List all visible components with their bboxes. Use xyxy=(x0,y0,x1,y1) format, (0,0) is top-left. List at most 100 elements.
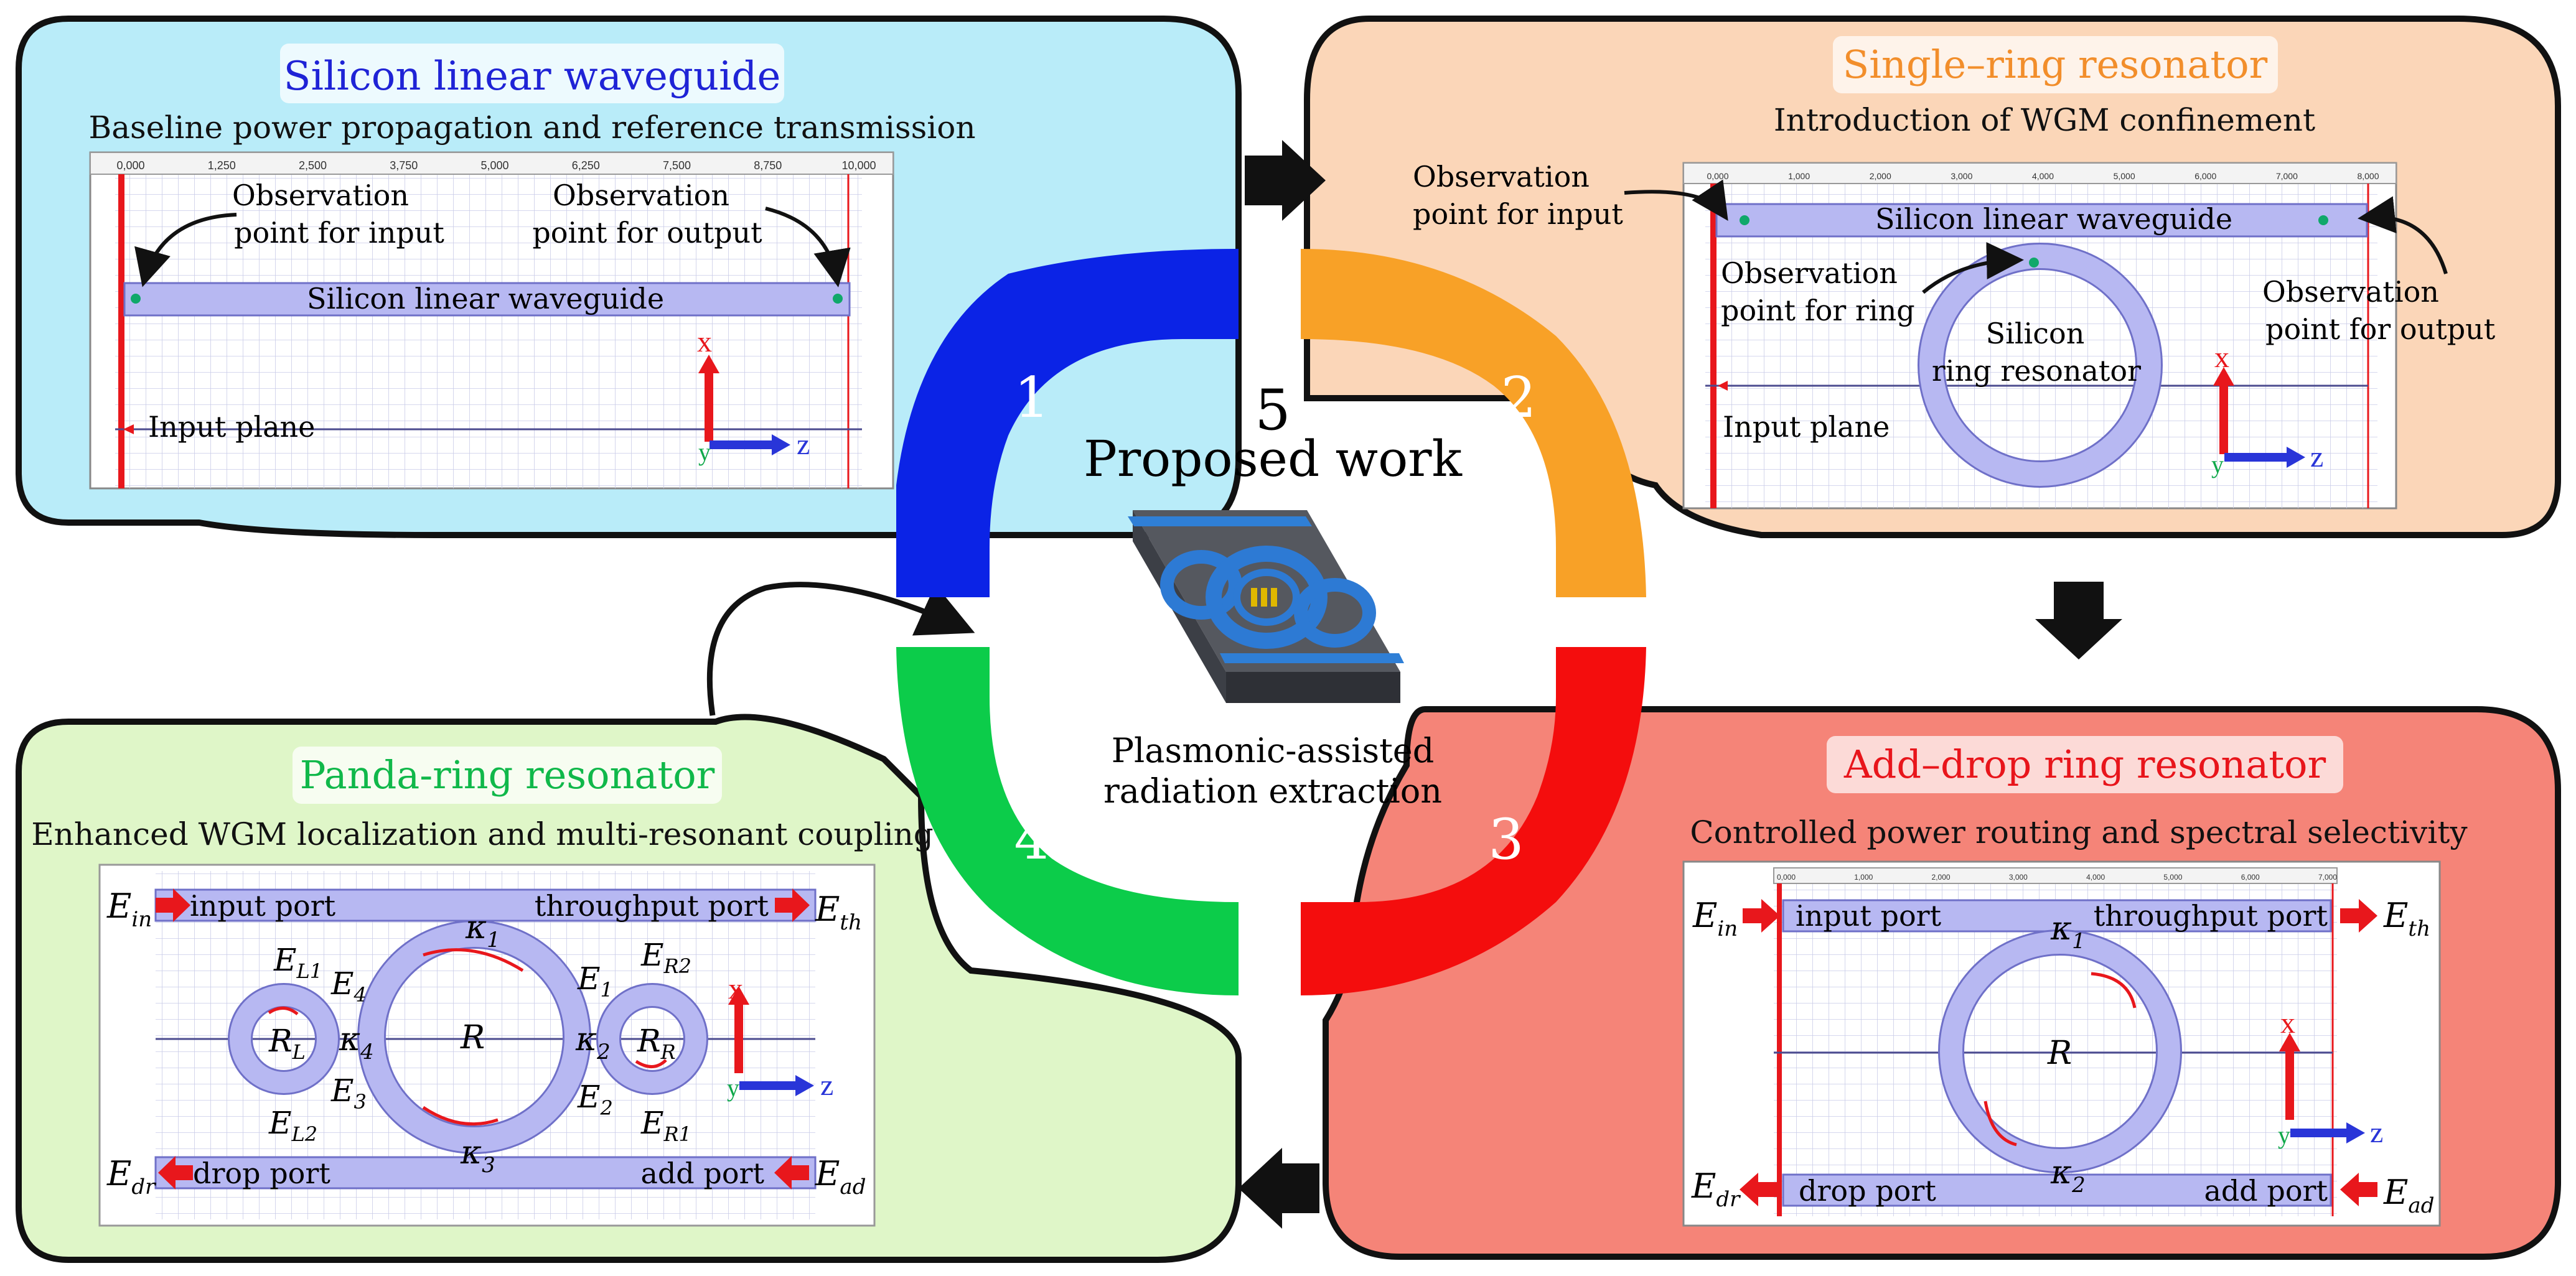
svg-text:Eth: Eth xyxy=(2383,896,2430,941)
input-plane-bar-2 xyxy=(1710,184,1717,508)
axis-x-label-2: x xyxy=(2214,341,2229,374)
segment-1 xyxy=(896,249,1239,597)
ruler-tick-label: 2,000 xyxy=(1870,171,1891,181)
panel-silicon-linear-waveguide: Silicon linear waveguide Baseline power … xyxy=(16,16,1242,538)
ruler-tick-label: 8,000 xyxy=(2357,171,2379,181)
waveguide-label-1: Silicon linear waveguide xyxy=(307,282,664,315)
silicon-ring-2 xyxy=(1919,244,2161,486)
panel-1-title: Silicon linear waveguide xyxy=(284,54,781,100)
center-ring-4 xyxy=(359,922,589,1152)
e3-label-4: E3 xyxy=(330,1073,367,1114)
obs-output-label-1b: point for output xyxy=(532,216,762,249)
svg-text:Eth: Eth xyxy=(815,890,862,935)
ruler-tick-label: 6,000 xyxy=(2194,171,2216,181)
el2-label-4: EL2 xyxy=(268,1105,317,1146)
el1-label-4: EL1 xyxy=(273,942,322,983)
panel-add-drop-ring-resonator: Add–drop ring resonator Controlled power… xyxy=(1323,706,2561,1260)
ring-RR-label-4: RR xyxy=(637,1023,676,1064)
add-port-label-4: add port xyxy=(640,1157,764,1190)
axis-x-label-4: x xyxy=(728,972,743,1005)
panel-3-title-box xyxy=(1827,736,2343,793)
center-caption-line2: radiation extraction xyxy=(1103,771,1442,811)
waveguide-label-2: Silicon linear waveguide xyxy=(1875,202,2232,236)
flow-arrow-4-to-center xyxy=(706,582,975,716)
ruler-tick-label: 7,000 xyxy=(2318,873,2337,882)
obs-output-label-2a: Observation xyxy=(2262,275,2439,309)
panel-single-ring-resonator: Single–ring resonator Introduction of WG… xyxy=(1303,16,2561,538)
input-port-label-3: input port xyxy=(1796,899,1942,933)
svg-text:Ein: Ein xyxy=(106,887,152,932)
center-number: 5 xyxy=(1255,378,1290,443)
panel-2-subtitle: Introduction of WGM confinement xyxy=(1774,102,2315,138)
ruler-tick-label: 6,000 xyxy=(2241,873,2260,882)
obs-input-label-2a: Observation xyxy=(1413,160,1590,193)
ring-label-2a: Silicon xyxy=(1986,317,2085,350)
input-plane-label-2: Input plane xyxy=(1723,410,1890,444)
segment-3-number: 3 xyxy=(1488,807,1524,872)
svg-text:Edr: Edr xyxy=(1691,1167,1741,1212)
e1-label-4: E1 xyxy=(577,961,613,1002)
panel-panda-ring-resonator: Panda-ring resonator Enhanced WGM locali… xyxy=(16,714,1242,1263)
obs-input-label-1a: Observation xyxy=(232,179,409,212)
er1-label-4: ER1 xyxy=(640,1105,691,1146)
axis-indicator-2: x z y xyxy=(2211,341,2323,478)
obs-ring-label-2b: point for ring xyxy=(1721,294,1915,327)
axis-z-label-3: z xyxy=(2370,1116,2383,1149)
kappa2-label-4: κ2 xyxy=(575,1021,611,1064)
e-dr-3: Edr xyxy=(1691,1167,1777,1212)
left-ring-4 xyxy=(230,985,338,1093)
segment-4-number: 4 xyxy=(1014,807,1049,872)
kappa1-label-3: κ1 xyxy=(2050,910,2086,954)
input-plane-bar-1 xyxy=(118,174,124,488)
ring-label-2b: ring resonator xyxy=(1932,354,2141,388)
bus-waveguide-top-4 xyxy=(154,888,817,922)
input-plane-label-1: Input plane xyxy=(148,410,315,444)
e2-label-4: E2 xyxy=(577,1079,613,1120)
drop-port-label-3: drop port xyxy=(1799,1174,1936,1208)
throughput-port-label-3: throughput port xyxy=(2094,899,2328,933)
ring-RL-label-4: RL xyxy=(268,1023,306,1064)
segment-1-number: 1 xyxy=(1014,365,1049,431)
segment-4 xyxy=(896,647,1239,995)
bus-waveguide-bottom-4 xyxy=(154,1156,817,1190)
ruler-tick-label: 4,000 xyxy=(2086,873,2105,882)
axis-y-label-1: y xyxy=(698,438,711,466)
svg-text:Edr: Edr xyxy=(106,1154,156,1199)
axis-y-label-2: y xyxy=(2211,450,2224,478)
panel-1-subtitle: Baseline power propagation and reference… xyxy=(88,109,975,146)
center-title: Proposed work xyxy=(1084,430,1463,488)
ruler-tick-label: 0,000 xyxy=(116,159,144,172)
axis-y-label-3: y xyxy=(2278,1121,2290,1149)
bus-waveguide-bottom-3 xyxy=(1782,1173,2332,1207)
kappa3-label-4: κ3 xyxy=(460,1134,495,1178)
panel-4-title: Panda-ring resonator xyxy=(300,752,715,798)
ring-R-label-3: R xyxy=(2047,1035,2072,1072)
kappa4-label-4: κ4 xyxy=(339,1021,374,1064)
kappa1-label-4: κ1 xyxy=(465,909,500,952)
obs-output-label-1a: Observation xyxy=(553,179,729,212)
ruler-tick-label: 5,000 xyxy=(2163,873,2182,882)
e-ad-4: Ead xyxy=(774,1154,866,1199)
kappa2-label-3: κ2 xyxy=(2050,1154,2086,1198)
panel-3-title: Add–drop ring resonator xyxy=(1843,742,2326,787)
right-ring-4 xyxy=(598,985,706,1093)
obs-ring-label-2a: Observation xyxy=(1721,256,1898,290)
ruler-tick-label: 8,750 xyxy=(754,159,782,172)
input-port-label-4: input port xyxy=(190,889,336,923)
e4-label-4: E4 xyxy=(330,966,367,1007)
ruler-tick-label: 7,500 xyxy=(663,159,691,172)
axis-z-label-1: z xyxy=(797,428,810,461)
ruler-tick-label: 5,000 xyxy=(2114,171,2135,181)
panel-2-title: Single–ring resonator xyxy=(1843,42,2268,87)
axis-z-label-2: z xyxy=(2310,440,2323,473)
flow-arrow-3-to-4 xyxy=(1239,1148,1319,1229)
flow-arrow-2-to-3 xyxy=(2035,582,2122,659)
e-in-4: Ein xyxy=(106,887,190,932)
ruler-tick-label: 3,000 xyxy=(2009,873,2028,882)
svg-text:Ead: Ead xyxy=(815,1154,866,1199)
ruler-tick-label: 1,250 xyxy=(208,159,236,172)
